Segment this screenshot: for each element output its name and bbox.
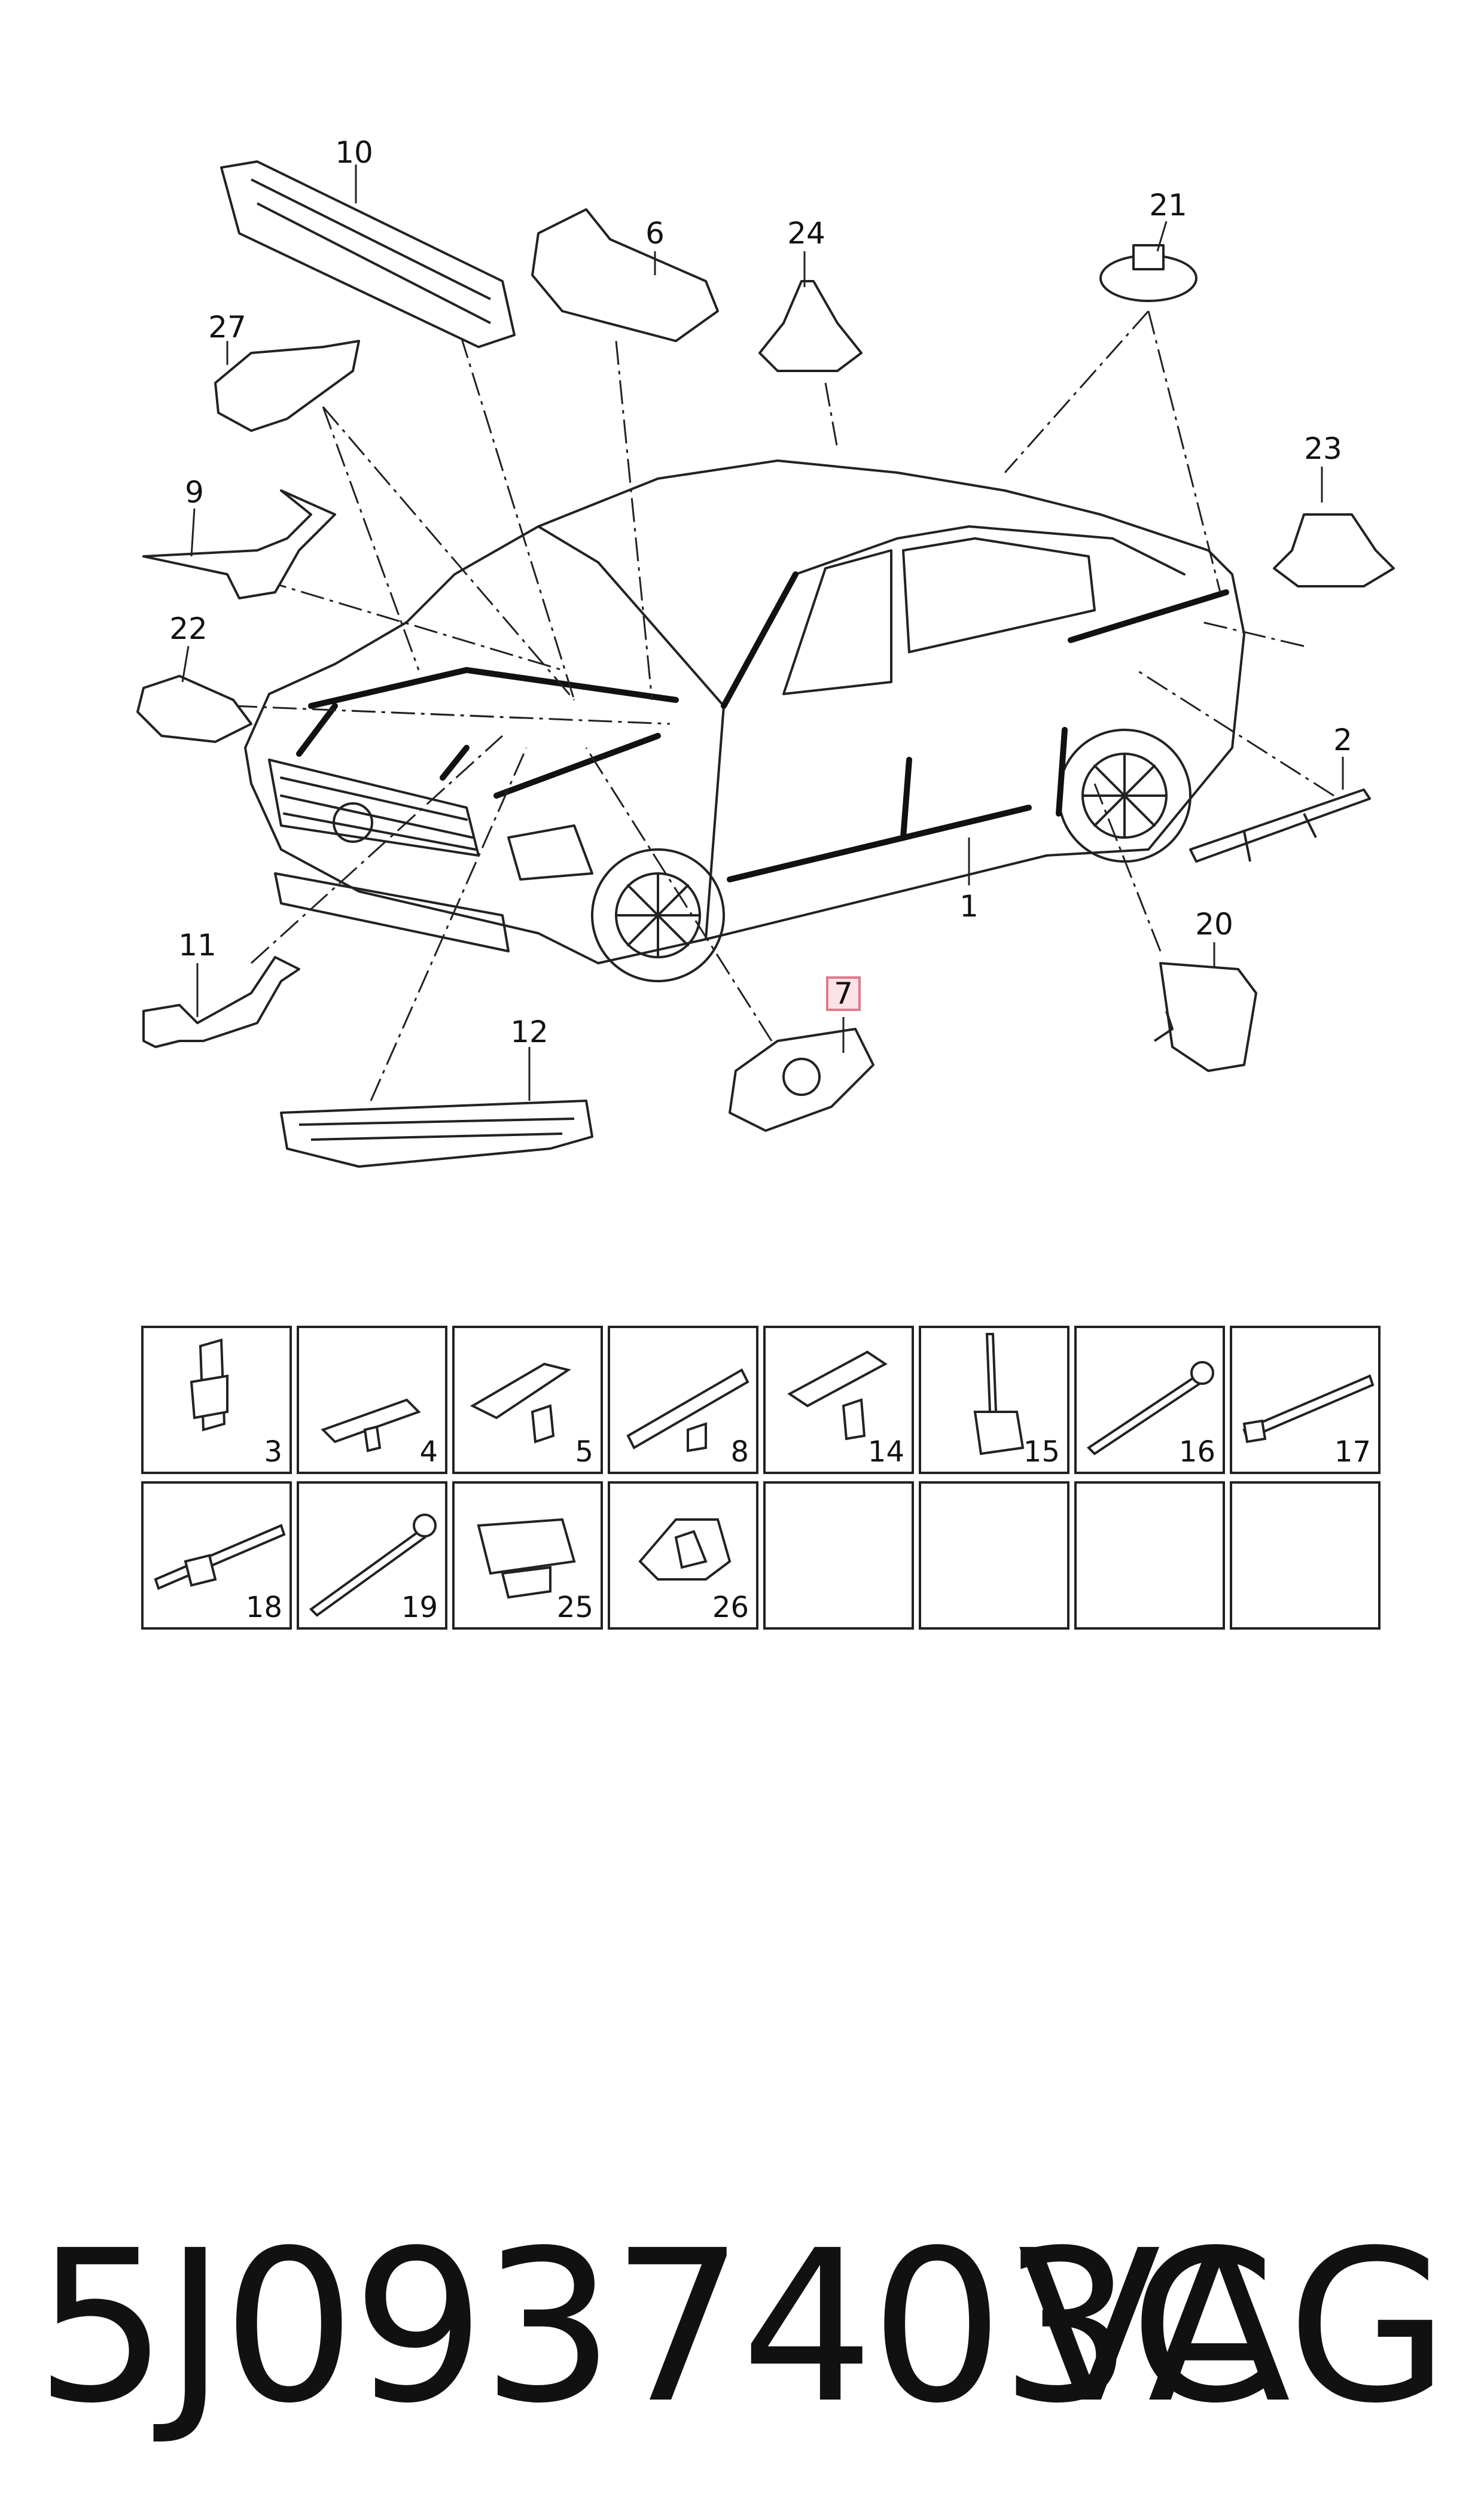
part-24 (758, 280, 863, 372)
part-23 (1273, 513, 1395, 587)
grid-cell-empty (1074, 1481, 1225, 1630)
callout-6: 6 (645, 216, 665, 251)
grid-label: 16 (1178, 1435, 1215, 1469)
callout-20: 20 (1195, 907, 1233, 942)
callout-22: 22 (169, 611, 208, 646)
grid-cell-25[interactable]: 25 (452, 1481, 603, 1630)
parts-diagram: 10 6 24 21 27 23 9 22 2 1 20 11 12 7 (0, 0, 1484, 1196)
part-10 (220, 160, 516, 348)
callout-27: 27 (208, 310, 246, 345)
clip-icon (321, 1398, 421, 1453)
small-parts-grid: 3 4 5 8 14 15 16 17 18 19 25 26 (141, 1326, 1383, 1634)
grid-cell-3[interactable]: 3 (141, 1326, 292, 1474)
callout-11: 11 (178, 928, 217, 963)
callout-10: 10 (335, 135, 373, 170)
grid-cell-15[interactable]: 15 (919, 1326, 1069, 1474)
car-exploded-view (136, 160, 1395, 1168)
grid-cell-empty (763, 1481, 914, 1630)
brand-label: VAG (1017, 2205, 1449, 2449)
clip-icon (477, 1518, 576, 1599)
part-2 (1189, 788, 1371, 863)
grid-label: 8 (730, 1435, 749, 1469)
grid-cell-19[interactable]: 19 (297, 1481, 447, 1630)
clip-icon (787, 1350, 888, 1441)
part-9 (142, 489, 336, 599)
callout-21: 21 (1149, 188, 1187, 223)
grid-label: 17 (1334, 1435, 1371, 1469)
grid-label: 14 (867, 1435, 904, 1469)
part-27 (214, 340, 360, 432)
cable-tie-icon (1086, 1361, 1214, 1456)
grid-cell-16[interactable]: 16 (1074, 1326, 1225, 1474)
clip-icon (470, 1362, 571, 1444)
grid-label: 5 (575, 1435, 593, 1469)
grid-cell-8[interactable]: 8 (608, 1326, 758, 1474)
hood-seal (296, 666, 679, 799)
callout-7-highlighted[interactable]: 7 (826, 976, 861, 1011)
grid-label: 4 (419, 1435, 438, 1469)
cable-tie-icon (1242, 1374, 1375, 1444)
part-number: 5J0937403C (35, 2205, 1276, 2449)
part-11 (142, 956, 300, 1048)
grid-cell-4[interactable]: 4 (297, 1326, 447, 1474)
grid-label: 26 (712, 1591, 749, 1624)
grid-label: 3 (264, 1435, 282, 1469)
clip-icon (190, 1338, 228, 1432)
cable-tie-icon (154, 1524, 286, 1590)
grid-label: 19 (401, 1591, 438, 1624)
callout-2: 2 (1333, 723, 1352, 757)
callout-24: 24 (787, 216, 825, 251)
part-12 (280, 1100, 593, 1168)
callout-12: 12 (510, 1015, 548, 1049)
grid-cell-26[interactable]: 26 (608, 1481, 758, 1630)
part-22 (136, 675, 252, 743)
grid-label: 15 (1023, 1435, 1060, 1469)
grid-label: 25 (556, 1591, 593, 1624)
grommet-icon (638, 1518, 732, 1581)
callout-1: 1 (959, 889, 979, 924)
grid-cell-14[interactable]: 14 (763, 1326, 914, 1474)
grid-cell-18[interactable]: 18 (141, 1481, 292, 1630)
grid-cell-empty (1230, 1481, 1381, 1630)
door-seal (721, 571, 1229, 882)
cable-tie-icon (973, 1333, 1025, 1456)
part-6 (531, 208, 719, 342)
callout-9: 9 (185, 475, 204, 510)
grid-cell-5[interactable]: 5 (452, 1326, 603, 1474)
cable-tie-icon (309, 1514, 437, 1617)
clip-icon (626, 1368, 749, 1453)
callout-23: 23 (1304, 431, 1342, 466)
grid-cell-empty (919, 1481, 1069, 1630)
part-20 (1159, 962, 1257, 1072)
car-body-outline (244, 459, 1245, 964)
grid-cell-17[interactable]: 17 (1230, 1326, 1381, 1474)
grid-label: 18 (245, 1591, 282, 1624)
